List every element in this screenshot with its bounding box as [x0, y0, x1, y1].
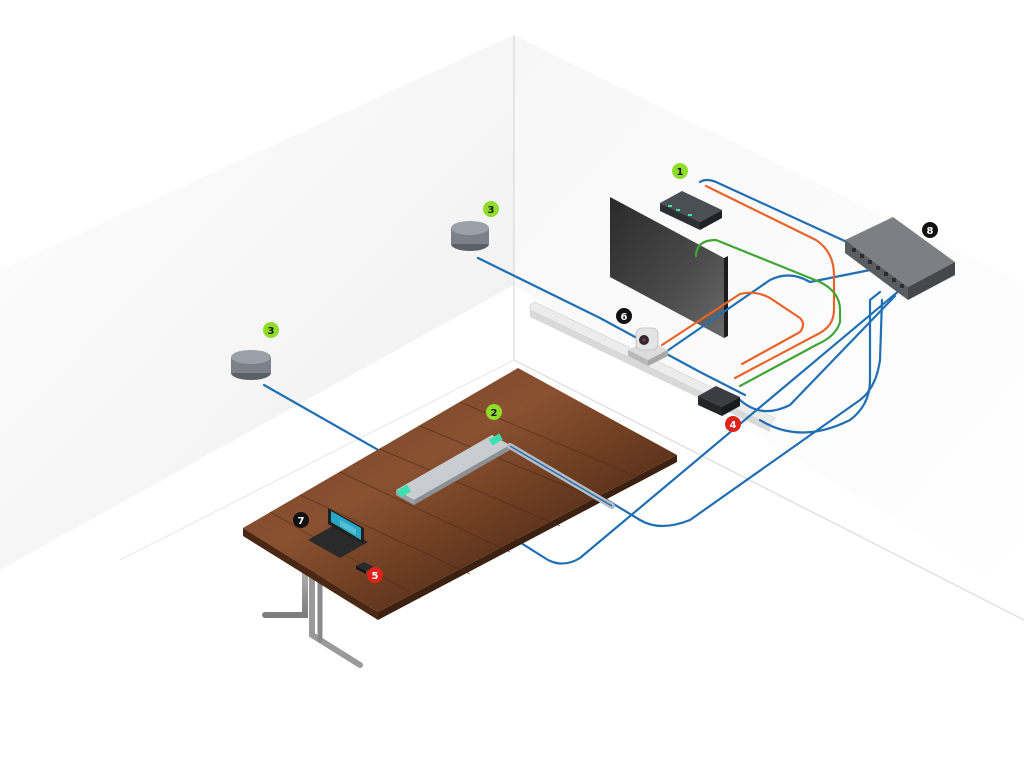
table-microphone: [396, 433, 510, 505]
markers: 1 2 3 3 4 5 6 7: [263, 163, 938, 583]
table-leg: [262, 557, 308, 618]
cable-rack-to-switch: [698, 178, 862, 250]
cable-camera-to-switch: [652, 268, 872, 362]
cable-hdmi-camera: [660, 291, 805, 366]
ceiling-speaker-rear: [451, 221, 489, 251]
svg-text:3: 3: [268, 326, 275, 337]
cable-usb: [694, 238, 842, 388]
svg-text:2: 2: [491, 408, 498, 419]
right-floor-edge: [513, 359, 1024, 621]
svg-text:5: 5: [372, 571, 379, 582]
svg-text:6: 6: [621, 312, 628, 323]
marker-2: 2: [486, 404, 502, 420]
control-box: [698, 386, 740, 416]
svg-text:4: 4: [730, 420, 737, 431]
right-wall: [514, 35, 1024, 600]
rack-unit: [660, 191, 722, 230]
marker-1: 1: [672, 163, 688, 179]
laptop: [308, 508, 368, 558]
left-wall: [0, 35, 514, 570]
marker-7: 7: [293, 512, 309, 528]
svg-text:8: 8: [927, 226, 934, 237]
ceiling-speaker-front: [231, 350, 271, 380]
marker-3-rear: 3: [483, 201, 499, 217]
room-walls: [0, 35, 1024, 621]
ptz-camera: [628, 327, 668, 366]
cable-table-to-switch: [438, 288, 902, 565]
cable-mic-to-switch: [506, 298, 884, 528]
marker-6: 6: [616, 308, 632, 324]
marker-8: 8: [922, 222, 938, 238]
cable-tube: [507, 443, 615, 509]
svg-text:7: 7: [298, 516, 305, 527]
network-switch: [845, 217, 955, 300]
cable-control-return: [736, 294, 897, 413]
display-screen: [610, 197, 728, 338]
left-floor-edge: [119, 359, 515, 561]
cable-control-to-switch: [758, 290, 882, 434]
svg-text:1: 1: [677, 167, 684, 178]
svg-text:3: 3: [488, 205, 495, 216]
marker-4: 4: [725, 416, 741, 432]
marker-5: 5: [367, 567, 383, 583]
table-input: [356, 562, 374, 574]
marker-3-front: 3: [263, 322, 279, 338]
